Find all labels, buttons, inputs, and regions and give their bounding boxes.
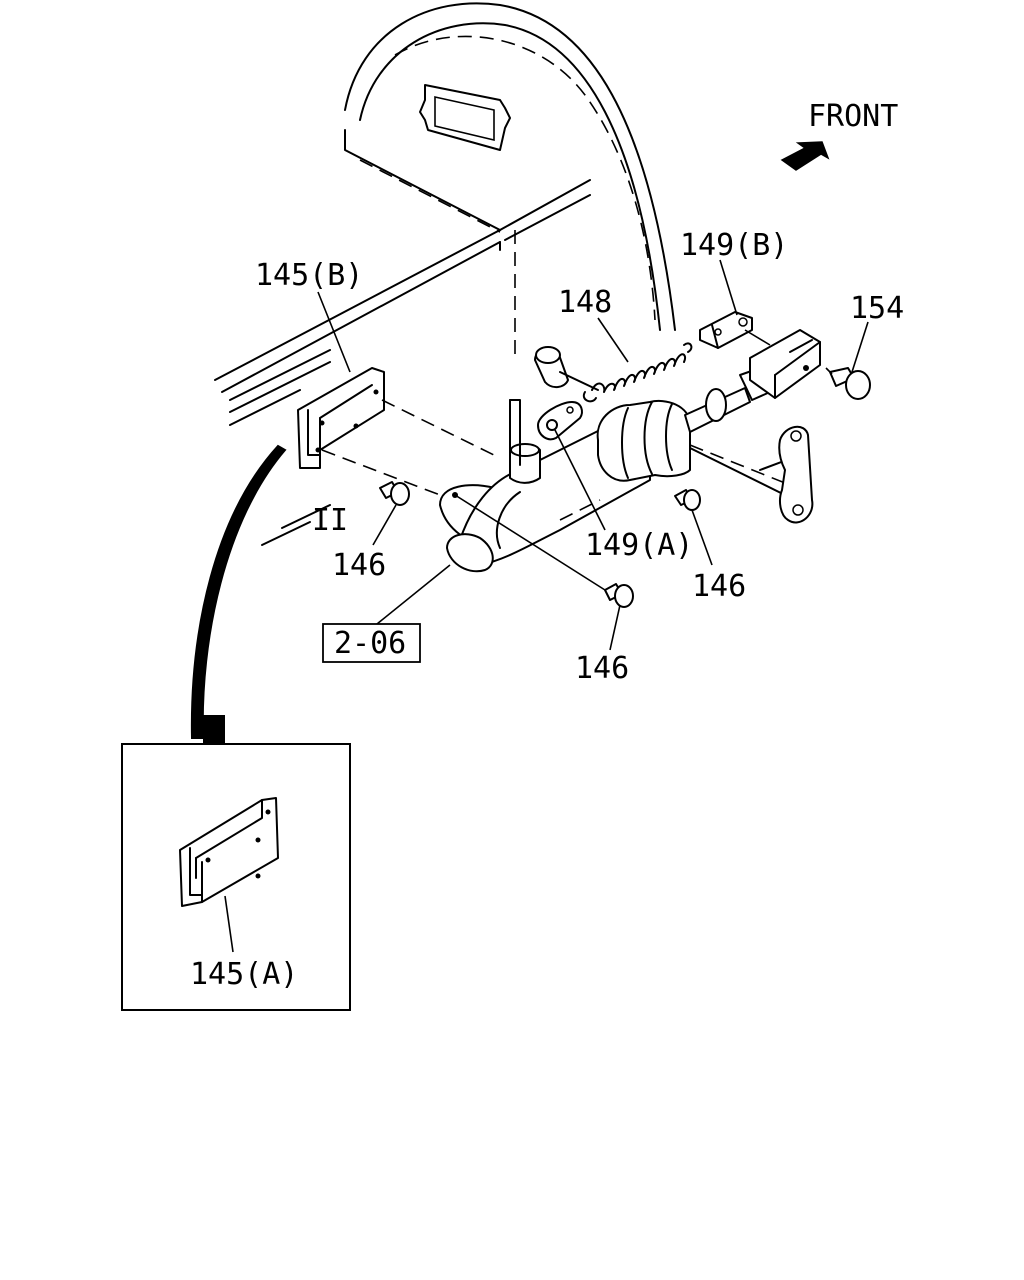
front-label: FRONT	[808, 99, 898, 134]
label-146-bottom: 146	[575, 651, 629, 686]
clutch-master-cylinder	[321, 329, 821, 573]
label-149a: 149(A)	[585, 528, 693, 563]
label-145b: 145(B)	[255, 258, 363, 293]
label-154: 154	[850, 291, 904, 326]
label-148: 148	[558, 285, 612, 320]
pedal-arm	[778, 425, 814, 524]
clevis-149b	[699, 311, 771, 349]
bracket-145b	[297, 367, 385, 469]
label-146-right: 146	[692, 569, 746, 604]
label-145a: 145(A)	[190, 957, 298, 992]
bracket-145a	[179, 797, 279, 907]
front-arrow-icon	[780, 141, 830, 171]
bolt-146-right	[674, 489, 701, 511]
clevis-pin-154	[825, 367, 871, 400]
inset-box	[121, 743, 351, 1011]
frame-mark-text: II	[312, 503, 348, 538]
return-spring-148	[582, 342, 693, 403]
label-149b: 149(B)	[680, 228, 788, 263]
ref-page-label[interactable]: 2-06	[334, 626, 406, 661]
front-direction-indicator: FRONT	[780, 99, 898, 171]
label-146-left: 146	[332, 548, 386, 583]
ref-page-box	[322, 623, 421, 663]
bolt-146-left	[379, 481, 410, 506]
pushrod-guide	[534, 346, 599, 391]
inset-callout-arrow	[190, 444, 287, 739]
vehicle-frame-outline	[214, 2, 801, 546]
bolt-146-bottom	[604, 583, 634, 608]
gasket-149a	[537, 401, 583, 441]
